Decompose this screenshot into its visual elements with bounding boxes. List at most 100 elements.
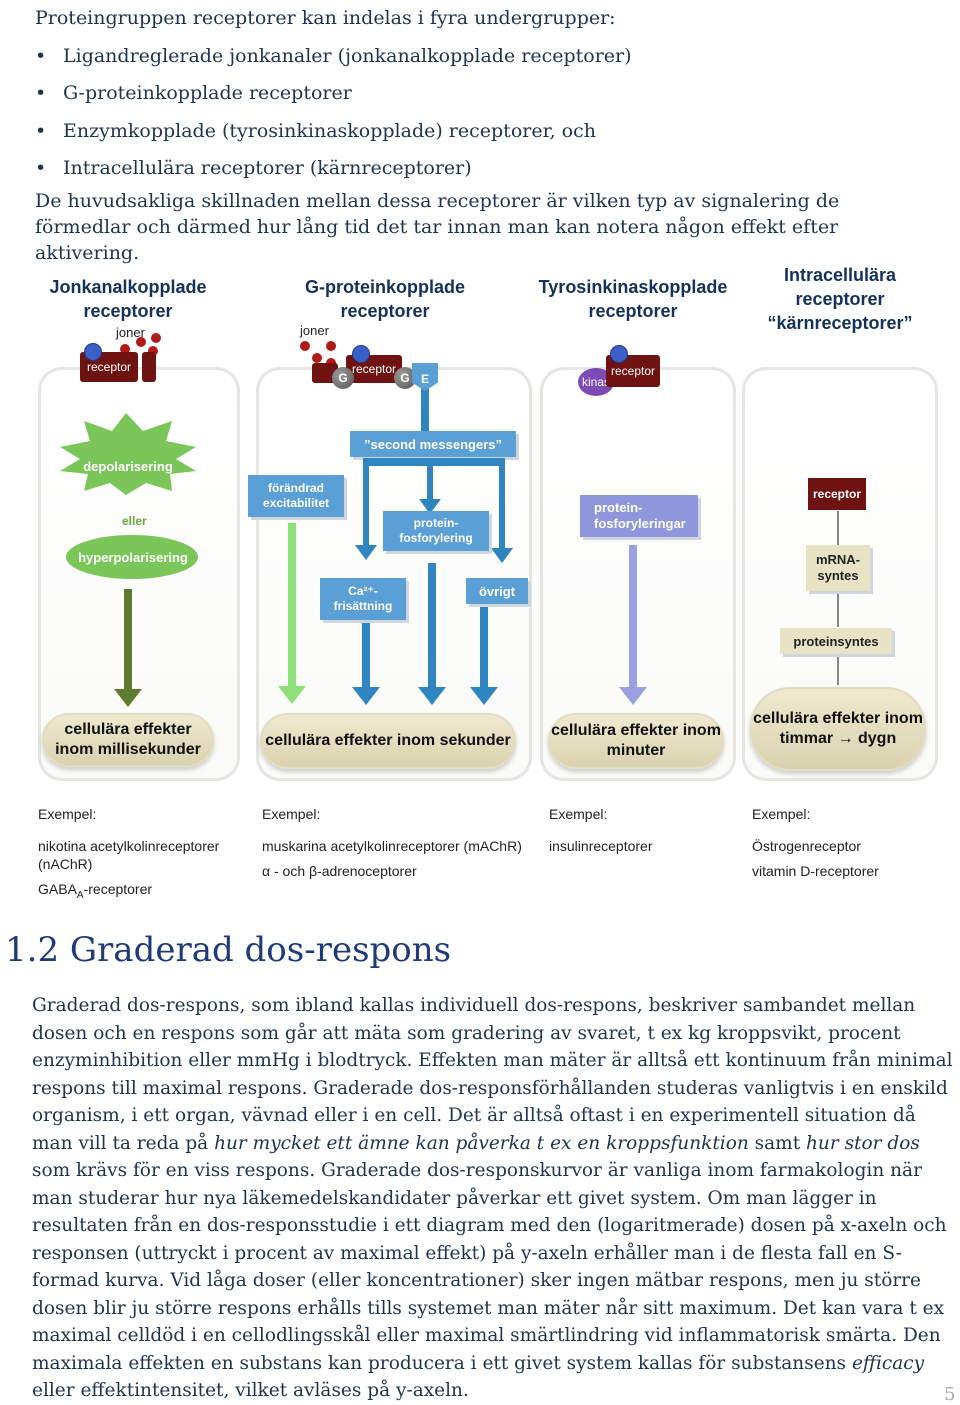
arrow-head-ion <box>114 689 142 707</box>
arrow-head-ovr <box>491 548 513 563</box>
hyperpolarisation-label: hyperpolarisering <box>78 550 188 565</box>
tyro-phos-box: protein-fosforyleringar <box>580 495 698 537</box>
sm-bar <box>363 458 505 466</box>
header-intra-line1: Intracellulära receptorer <box>783 265 897 309</box>
intra-receptor: receptor <box>808 478 866 510</box>
ion-shapes <box>60 377 839 707</box>
arrow-shaft-e <box>421 377 429 431</box>
example-item: GABAA-receptorer <box>38 880 248 905</box>
effect-gprot: cellulära effekter inom sekunder <box>260 713 516 769</box>
receptor-diagram: Jonkanalkopplade receptorer G-proteinkop… <box>0 255 960 795</box>
excitability-box: förändrad excitabilitet <box>248 475 344 517</box>
effect-intra: cellulära effekter inom timmar → dygn <box>750 687 926 771</box>
list-item: Intracellulära receptorer (kärnreceptore… <box>35 150 940 188</box>
body-italic-3: efficacy <box>851 1352 925 1374</box>
other-box: övrigt <box>466 578 528 604</box>
arrow-shaft-ca <box>363 465 369 545</box>
examples-ion-label: Exempel: <box>38 806 97 822</box>
list-item: Ligandreglerade jonkanaler (jonkanalkopp… <box>35 38 940 76</box>
depolarisation-burst <box>60 413 196 495</box>
second-messengers-box: ”second messengers” <box>350 431 516 457</box>
examples-gprot: Exempel: muskarina acetylkolinreceptorer… <box>262 805 542 887</box>
intro-paragraph: De huvudsakliga skillnaden mellan dessa … <box>35 189 840 264</box>
header-tyro: Tyrosinkinaskopplade receptorer <box>538 277 728 321</box>
body-italic-1: hur mycket ett ämne kan påverka t ex en … <box>214 1132 749 1154</box>
ion-receptor: receptor <box>80 352 138 382</box>
gprot-ion-label: joner <box>300 323 329 338</box>
section-body: Graderad dos-respons, som ibland kallas … <box>32 992 954 1405</box>
depolarisation-label: depolarisering <box>83 459 173 474</box>
ion-dot <box>136 337 146 347</box>
body-text-2: samt <box>748 1132 807 1154</box>
effect-tyro: cellulära effekter inom minuter <box>548 713 724 769</box>
arrow-shaft-tyro <box>629 545 637 689</box>
arrow-shaft-ca-down <box>362 623 370 689</box>
list-item: G-proteinkopplade receptorer <box>35 75 940 113</box>
list-item: Enzymkopplade (tyrosinkinaskopplade) rec… <box>35 113 940 151</box>
proteinsyntes-box: proteinsyntes <box>780 628 892 654</box>
eller-label: eller <box>122 514 147 528</box>
example-item: α - och β-adrenoceptorer <box>262 863 417 879</box>
header-ion: Jonkanalkopplade receptorer <box>49 277 207 321</box>
gprot-ion-dot <box>312 353 322 363</box>
gprot-ion-dot <box>326 341 336 351</box>
examples-gprot-label: Exempel: <box>262 806 321 822</box>
intro-lead: Proteingruppen receptorer kan indelas i … <box>35 7 616 29</box>
arrow-head-excit <box>278 686 306 704</box>
examples-tyro-label: Exempel: <box>549 806 608 822</box>
g-protein-left: G <box>332 367 354 389</box>
ion-dot <box>151 333 161 343</box>
gprot-channel <box>312 363 338 383</box>
example-item: muskarina acetylkolinreceptorer (mAChR) <box>262 838 522 854</box>
header-intra: Intracellulära receptorer “kärnreceptore… <box>750 263 930 335</box>
examples-ion: Exempel: nikotina acetylkolinreceptorer … <box>38 805 248 912</box>
ion-label: joner <box>116 325 145 340</box>
ion-channel-part <box>142 352 156 382</box>
kinase-label: kinas <box>582 375 611 389</box>
gprot-phos-box: protein-fosforylering <box>383 511 489 551</box>
header-intra-line2: “kärnreceptorer” <box>767 313 913 333</box>
examples-tyro: Exempel: insulinreceptorer <box>549 805 739 862</box>
section-heading: 1.2 Graderad dos-respons <box>5 930 452 970</box>
g-protein-right: G <box>394 367 416 389</box>
hyperpolarisation-ellipse <box>66 535 198 579</box>
arrow-shaft-ovr <box>499 465 505 550</box>
ca-release-box: Ca²⁺-frisättning <box>320 578 406 620</box>
arrow-shaft-prot <box>427 465 433 501</box>
gaba-subscript: A <box>76 889 84 901</box>
example-item: vitamin D-receptorer <box>752 863 879 879</box>
ligand-dot <box>84 343 102 361</box>
arrow-head-tyro <box>619 687 647 705</box>
effect-ion: cellulära effekter inom millisekunder <box>42 713 214 767</box>
examples-intra: Exempel: Östrogenreceptor vitamin D-rece… <box>752 805 952 887</box>
intro-text: Proteingruppen receptorer kan indelas i … <box>35 0 940 266</box>
arrow-head-ca <box>355 545 377 560</box>
example-item: nikotina acetylkolinreceptorer (nAChR) <box>38 838 220 872</box>
arrow-shaft-ion <box>124 589 132 691</box>
arrow-head-ovr-down <box>470 687 498 705</box>
receptor-list: Ligandreglerade jonkanaler (jonkanalkopp… <box>35 38 940 188</box>
body-text-4: eller effektintensitet, vilket avläses p… <box>32 1380 469 1401</box>
body-text-1: Graderad dos-respons, som ibland kallas … <box>32 995 953 1154</box>
gprot-ion-dot <box>300 341 310 351</box>
header-gprot: G-proteinkopplade receptorer <box>304 277 465 321</box>
body-italic-2: hur stor dos <box>806 1132 920 1154</box>
gprot-ligand-dot <box>352 345 370 363</box>
example-item: Östrogenreceptor <box>752 838 861 854</box>
effector-e-label: E <box>420 372 429 386</box>
ion-dot <box>148 346 158 356</box>
arrow-head-prot <box>419 499 441 514</box>
panel-tyro <box>540 367 736 781</box>
example-item: insulinreceptorer <box>549 838 653 854</box>
arrow-head-prot-down <box>418 687 446 705</box>
examples-intra-label: Exempel: <box>752 806 811 822</box>
body-text-3: som krävs för en viss respons. Graderade… <box>32 1160 947 1374</box>
tyro-ligand-dot <box>610 345 628 363</box>
arrow-shaft-prot-down <box>428 563 436 689</box>
gaba-suffix: -receptorer <box>83 881 153 897</box>
arrow-shaft-ovr-down <box>480 605 488 689</box>
arrow-shaft-excit <box>288 523 296 688</box>
tyro-receptor: receptor <box>606 355 660 387</box>
page-number: 5 <box>944 1384 956 1405</box>
mrna-box: mRNA-syntes <box>806 545 870 591</box>
